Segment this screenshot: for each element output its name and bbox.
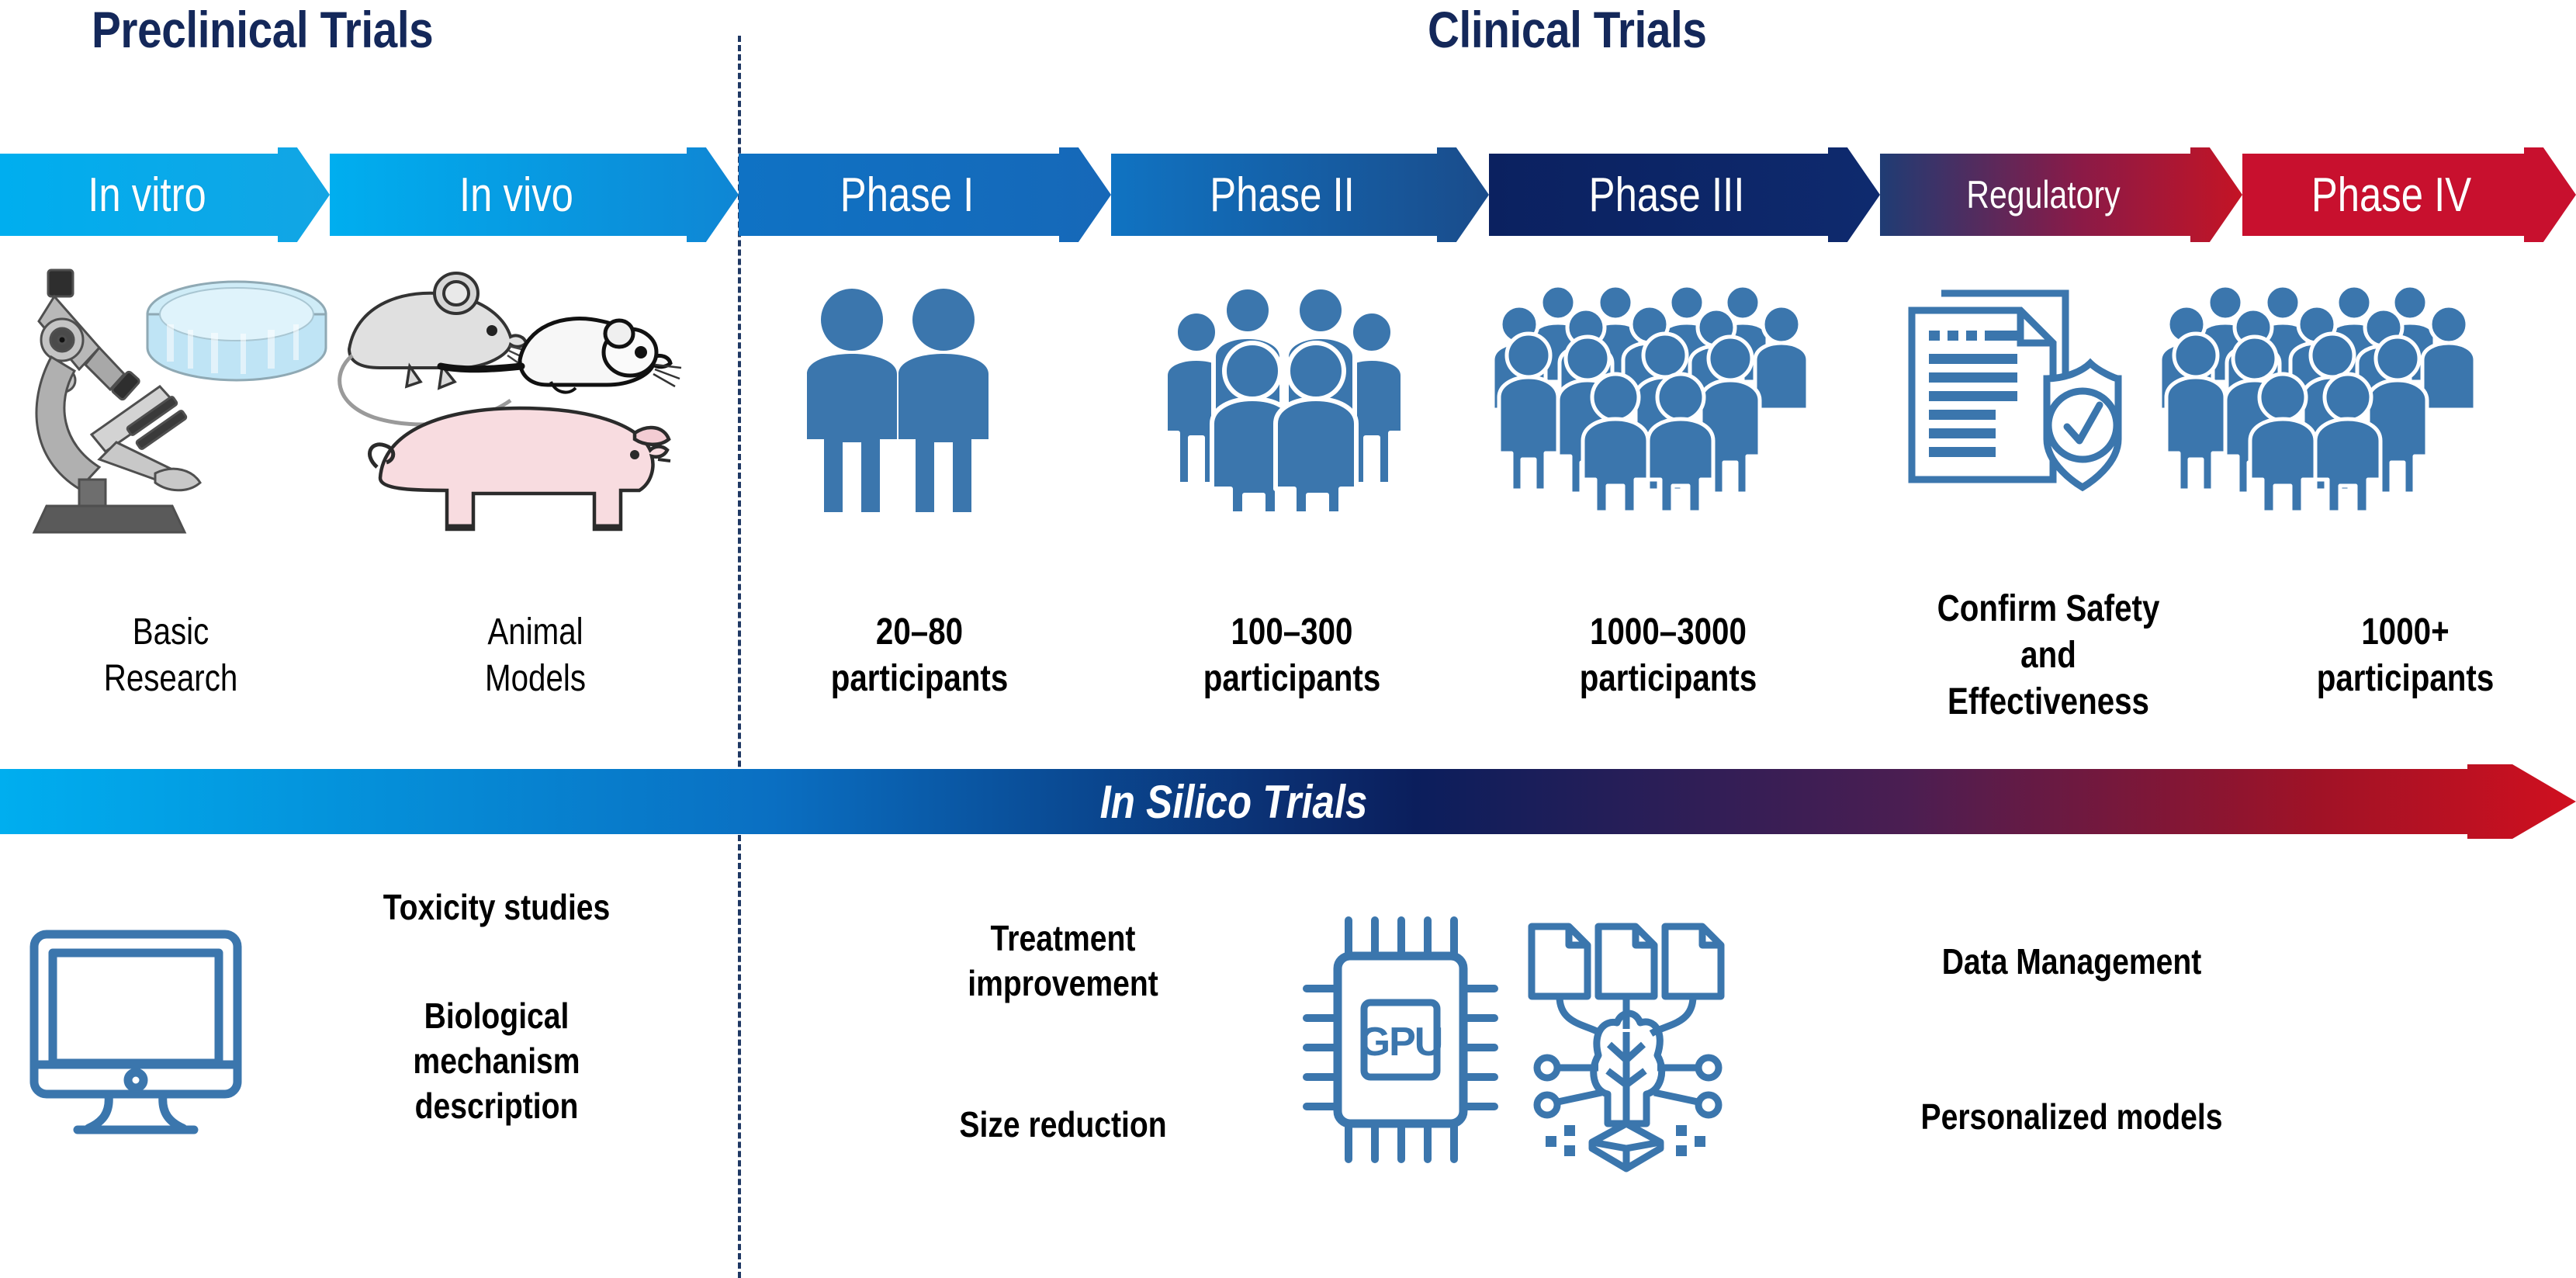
stage-label-phase-1: Phase I [840, 168, 975, 222]
benefit-toxicity-studies: Toxicity studies [383, 887, 611, 927]
stage-arrow-phase-4[interactable]: Phase IV [2242, 147, 2576, 242]
benefit-biological-mechanism: Biological mechanism description [413, 996, 580, 1126]
large-crowd-icon [2158, 279, 2477, 514]
ai-neural-network-icon [1521, 916, 1730, 1172]
stage-caption-phase-2: 100–300 participants [1203, 611, 1381, 699]
preclinical-clinical-divider [738, 36, 741, 1278]
benefit-data-management: Data Management [1941, 941, 2202, 982]
gpu-chip-label: GPU [1359, 1020, 1442, 1065]
stage-label-phase-3: Phase III [1588, 168, 1745, 222]
stage-label-phase-4: Phase IV [2311, 168, 2472, 222]
in-silico-trials-label: In Silico Trials [1099, 775, 1368, 828]
small-crowd-icon [1156, 281, 1412, 516]
desktop-computer-icon [23, 923, 248, 1141]
stage-arrow-regulatory[interactable]: Regulatory [1880, 147, 2242, 242]
benefit-treatment-improvement: Treatment improvement [968, 918, 1158, 1003]
stage-label-phase-2: Phase II [1210, 168, 1355, 222]
stage-caption-phase-4: 1000+ participants [2316, 611, 2495, 699]
stage-arrow-phase-2[interactable]: Phase II [1111, 147, 1489, 242]
lab-animals-icon [326, 256, 714, 551]
two-participants-icon [799, 287, 1001, 512]
stage-caption-in-vivo: Animal Models [485, 611, 586, 699]
in-silico-trials-bar[interactable]: In Silico Trials [0, 764, 2576, 839]
stage-caption-phase-3: 1000–3000 participants [1579, 611, 1757, 699]
stage-caption-in-vitro: Basic Research [103, 611, 238, 699]
microscope-petri-dish-icon [8, 256, 334, 551]
large-crowd-icon [1491, 279, 1810, 514]
stage-caption-phase-1: 20–80 participants [830, 611, 1009, 699]
gpu-chip-icon: GPU [1303, 916, 1498, 1164]
stage-arrow-in-vivo[interactable]: In vivo [330, 147, 739, 242]
section-title-preclinical: Preclinical Trials [92, 1, 434, 58]
stage-label-regulatory: Regulatory [1966, 173, 2121, 216]
document-shield-check-icon [1893, 272, 2122, 504]
stage-label-in-vivo: In vivo [459, 168, 573, 222]
benefit-size-reduction: Size reduction [959, 1104, 1167, 1145]
benefit-personalized-models: Personalized models [1920, 1096, 2223, 1137]
stage-arrow-phase-1[interactable]: Phase I [739, 147, 1111, 242]
section-title-clinical: Clinical Trials [1428, 1, 1707, 58]
stage-arrow-in-vitro[interactable]: In vitro [0, 147, 330, 242]
stage-arrow-phase-3[interactable]: Phase III [1489, 147, 1880, 242]
stage-caption-regulatory: Confirm Safety and Effectiveness [1937, 588, 2160, 722]
stage-label-in-vitro: In vitro [88, 168, 206, 222]
